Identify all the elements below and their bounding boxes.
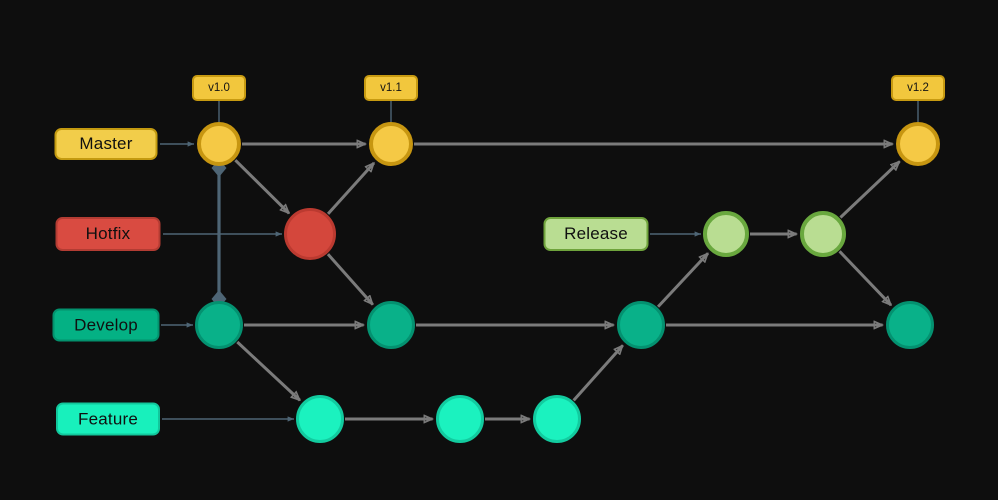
version-tag-v1.0[interactable]: v1.0 <box>192 75 246 101</box>
branch-label-develop[interactable]: Develop <box>52 308 160 342</box>
version-tag-text: v1.0 <box>208 82 230 94</box>
commit-node-develop[interactable] <box>195 301 243 349</box>
branch-label-text: Release <box>564 224 628 243</box>
version-tag-text: v1.1 <box>380 82 402 94</box>
branch-label-text: Develop <box>74 315 138 334</box>
commit-node-develop[interactable] <box>367 301 415 349</box>
version-tag-v1.2[interactable]: v1.2 <box>891 75 945 101</box>
edge-merge <box>326 163 374 215</box>
branch-label-master[interactable]: Master <box>54 128 158 160</box>
edge-branch <box>656 253 708 308</box>
commit-node-develop[interactable] <box>617 301 665 349</box>
commit-node-master[interactable] <box>896 122 940 166</box>
branch-label-text: Master <box>79 134 133 153</box>
version-tag-text: v1.2 <box>907 82 929 94</box>
branch-label-feature[interactable]: Feature <box>56 402 160 436</box>
commit-node-master[interactable] <box>369 122 413 166</box>
version-tag-v1.1[interactable]: v1.1 <box>364 75 418 101</box>
edge-merge <box>326 253 373 304</box>
commit-node-develop[interactable] <box>886 301 934 349</box>
commit-node-feature[interactable] <box>533 395 581 443</box>
commit-node-master[interactable] <box>197 122 241 166</box>
branch-label-text: Feature <box>78 409 138 428</box>
commit-node-release[interactable] <box>800 211 846 257</box>
commit-node-feature[interactable] <box>436 395 484 443</box>
edge-merge <box>838 250 891 305</box>
commit-node-release[interactable] <box>703 211 749 257</box>
commit-node-hotfix[interactable] <box>284 208 336 260</box>
edge-merge <box>572 346 623 402</box>
commit-node-feature[interactable] <box>296 395 344 443</box>
branch-label-release[interactable]: Release <box>543 217 649 251</box>
edge-branch <box>234 159 289 213</box>
branch-label-hotfix[interactable]: Hotfix <box>55 217 161 251</box>
branch-label-text: Hotfix <box>85 224 131 243</box>
edge-merge <box>839 162 899 219</box>
edge-branch <box>236 340 300 400</box>
